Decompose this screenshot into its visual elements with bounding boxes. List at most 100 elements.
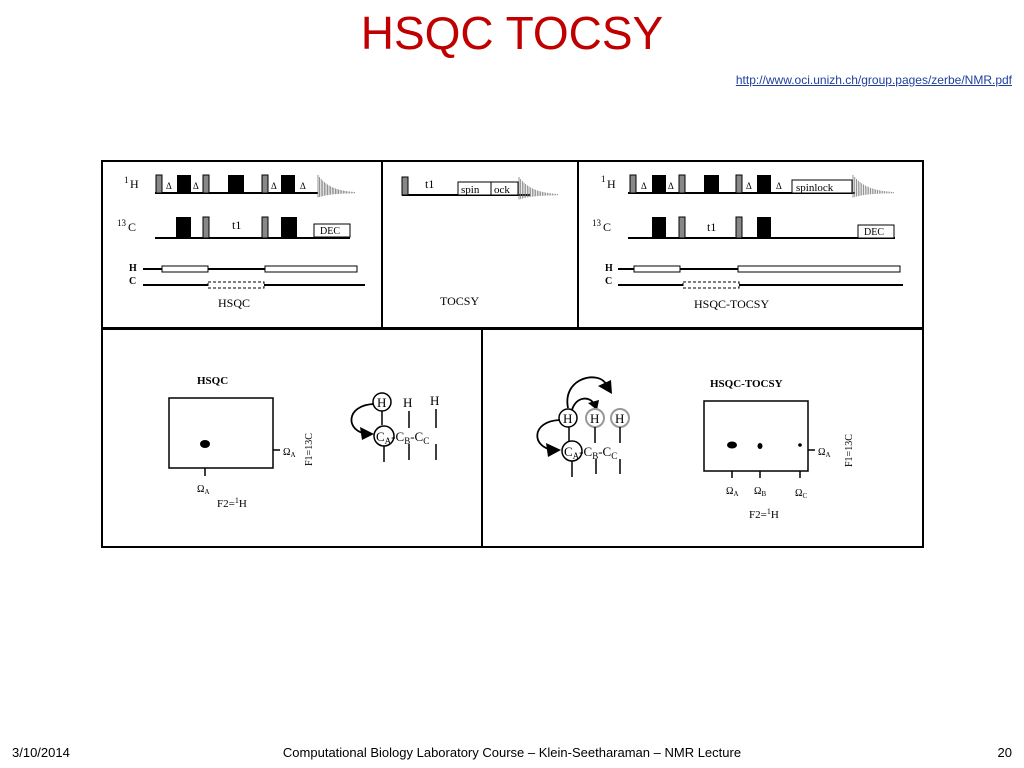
ht-peak-a	[727, 441, 737, 449]
ht-omega-b: ΩB	[754, 486, 766, 498]
ht-spinlock: spinlock	[796, 182, 834, 194]
ht-h-pulse-5	[735, 174, 743, 194]
hsqc-grad-c: C	[129, 276, 136, 287]
ht-spectrum-title: HSQC-TOCSY	[710, 378, 783, 390]
ht-fid	[852, 175, 894, 198]
hsqc-delta-1: Δ	[166, 181, 172, 191]
ht-delta-2: Δ	[668, 181, 674, 191]
ht-mol-h-c: H	[615, 411, 624, 426]
hsqc-h-pulse-3	[202, 174, 210, 194]
hsqc-h-pulse-1	[155, 174, 163, 194]
ht-f2-label: F2=1H	[749, 507, 779, 521]
ht-peak-b	[757, 443, 763, 449]
hsqc-c-pulse-1	[176, 217, 191, 238]
hsqc-c-label: C	[128, 220, 136, 234]
ht-mol-h-a: H	[563, 411, 572, 426]
tocsy-pulse-sequence: t1 spin ock TOCSY	[401, 176, 558, 308]
ht-spinlock-box	[791, 179, 853, 194]
hsqc-mol-h-b: H	[403, 395, 412, 410]
ht-f1-label: F1=13C	[844, 434, 855, 467]
hsqc-spectrum-title: HSQC	[197, 375, 228, 387]
hsqc-tocsy-pulse-sequence: 1 H Δ Δ Δ Δ spinlock 13 C t1 DEC H C HSQ…	[592, 174, 903, 311]
ht-mol-h-b: H	[590, 411, 599, 426]
ht-delta-1: Δ	[641, 181, 647, 191]
ht-omega-a: ΩA	[726, 486, 739, 498]
hsqc-f1-label: F1=13C	[304, 433, 315, 466]
bottom-frame	[101, 328, 924, 548]
ht-dec: DEC	[864, 227, 884, 238]
hsqc-pulse-sequence: 1 H Δ Δ Δ Δ 13 C t1 DEC H C HSQC	[117, 174, 365, 310]
tocsy-caption: TOCSY	[440, 294, 479, 308]
hsqc-mol-h-c: H	[430, 393, 439, 408]
hsqc-spectrum-box	[168, 397, 274, 469]
ht-arrowhead-outer	[598, 380, 612, 394]
footer-course: Computational Biology Laboratory Course …	[282, 745, 742, 760]
hsqc-delta-4: Δ	[300, 181, 306, 191]
ht-h-pulse-3	[678, 174, 686, 194]
hsqc-h-label-sup: 1	[124, 175, 129, 185]
hsqc-h-pulse-6	[281, 175, 295, 193]
hsqc-c-pulse-4	[281, 217, 297, 238]
hsqc-mol-chain: CA-CB-CC	[376, 429, 429, 446]
ht-c-pulse-4	[757, 217, 771, 238]
hsqc-grad-c-box	[207, 281, 265, 289]
hsqc-molecule: H H H CA-CB-CC	[350, 392, 439, 462]
hsqc-spectrum: HSQC ΩA ΩA F1=13C F2=1H	[168, 375, 315, 510]
ht-delta-3: Δ	[746, 181, 752, 191]
ht-omega-y: ΩA	[818, 447, 831, 459]
hsqc-h-pulse-2	[177, 175, 191, 193]
hsqc-omega-y: ΩA	[283, 447, 296, 459]
hsqc-delta-3: Δ	[271, 181, 277, 191]
panel-frames	[101, 160, 924, 548]
ht-omega-c: ΩC	[795, 488, 807, 500]
ht-grad-h: H	[605, 263, 613, 274]
hsqc-peak-a	[200, 440, 210, 448]
tocsy-pulse-1	[401, 176, 409, 196]
ht-dec-box	[857, 224, 895, 239]
reference-link[interactable]: http://www.oci.unizh.ch/group.pages/zerb…	[735, 73, 1012, 87]
hsqc-arrowhead	[360, 427, 374, 440]
tocsy-spinlock-box	[457, 181, 519, 196]
ht-caption: HSQC-TOCSY	[694, 297, 769, 311]
footer-page-number: 20	[997, 745, 1012, 760]
ht-h-pulse-4	[704, 175, 719, 193]
tocsy-t1: t1	[425, 177, 434, 191]
hsqc-t1: t1	[232, 218, 241, 232]
footer-date: 3/10/2014	[12, 745, 70, 760]
slide-title: HSQC TOCSY	[360, 7, 664, 59]
hsqc-tocsy-spectrum: HSQC-TOCSY ΩA ΩB ΩC ΩA F1=13C F2=1H	[703, 378, 855, 521]
hsqc-f2-label: F2=1H	[217, 496, 247, 510]
ht-arrowhead-side	[546, 443, 561, 457]
hsqc-grad-h-box-1	[161, 265, 209, 273]
ht-grad-h-box-1	[633, 265, 681, 273]
hsqc-grad-h: H	[129, 263, 137, 274]
ht-h-pulse-6	[757, 175, 771, 193]
ht-mol-h-circle-a	[558, 408, 578, 428]
ht-grad-c-box	[682, 281, 740, 289]
hsqc-c-pulse-2	[202, 216, 210, 239]
hsqc-dec: DEC	[320, 226, 340, 237]
hsqc-caption: HSQC	[218, 296, 250, 310]
ht-h-pulse-1	[629, 174, 637, 194]
hsqc-dec-box	[313, 223, 351, 238]
ht-c-label: C	[603, 220, 611, 234]
ht-delta-4: Δ	[776, 181, 782, 191]
ht-h-label: H	[607, 177, 616, 191]
hsqc-grad-h-box-2	[264, 265, 358, 273]
ht-c-pulse-2	[678, 216, 686, 239]
hsqc-fid	[317, 175, 355, 198]
tocsy-lock: ock	[494, 184, 510, 196]
ht-spectrum-box	[703, 400, 809, 472]
ht-c-pulse-3	[735, 216, 743, 239]
hsqc-h-pulse-4	[228, 175, 244, 193]
tocsy-fid	[518, 177, 558, 200]
ht-grad-c: C	[605, 276, 612, 287]
ht-h-label-sup: 1	[601, 174, 606, 184]
ht-mol-chain: CA-CB-CC	[564, 444, 617, 461]
tocsy-spin: spin	[461, 184, 480, 196]
hsqc-tocsy-molecule: H H H CA-CB-CC	[536, 376, 630, 477]
ht-c-pulse-1	[652, 217, 666, 238]
hsqc-h-pulse-5	[261, 174, 269, 194]
hsqc-c-label-sup: 13	[117, 218, 127, 228]
